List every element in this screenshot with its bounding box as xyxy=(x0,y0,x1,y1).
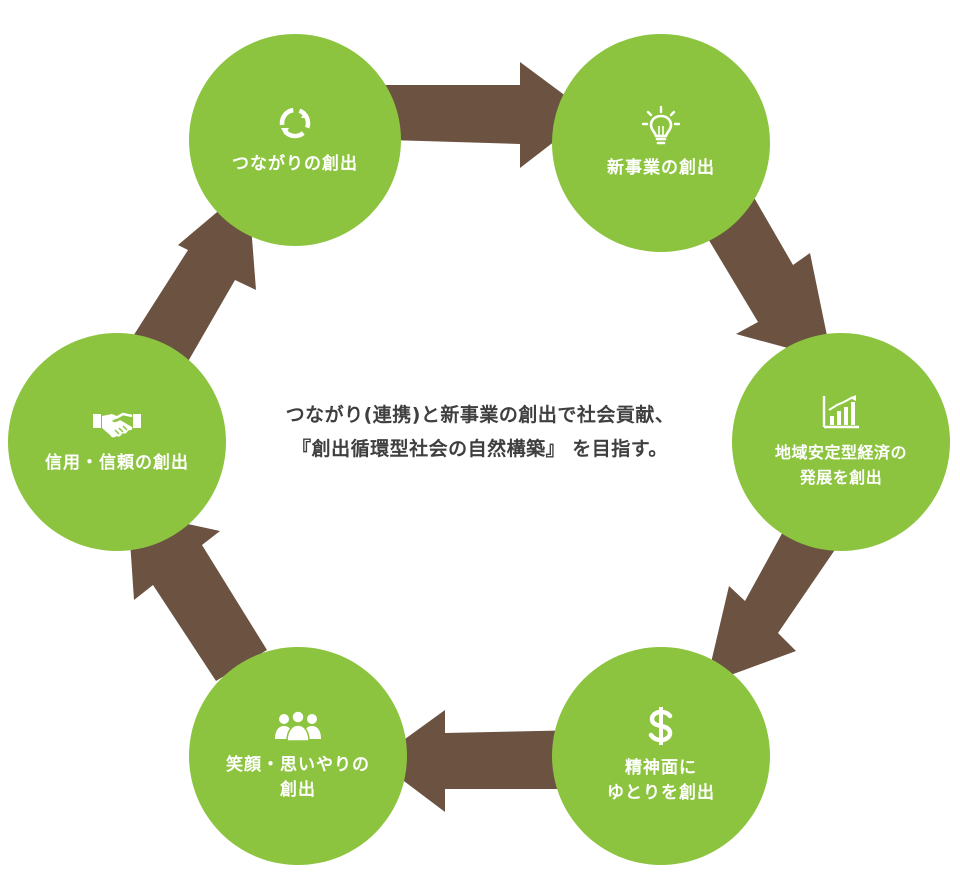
center-message: つながり(連携)と新事業の創出で社会貢献、 『創出循環型社会の自然構築』 を目指… xyxy=(200,398,760,466)
arrow-6-to-1 xyxy=(130,186,256,365)
arrow-5-to-6 xyxy=(128,511,267,681)
node-shinjigyo: 新事業の創出 xyxy=(552,34,770,252)
node-chiiki-keizai: 地域安定型経済の 発展を創出 xyxy=(732,333,950,551)
node-label: 信用・信頼の創出 xyxy=(45,452,189,473)
cycle-icon xyxy=(279,107,311,138)
node-label: 地域安定型経済の 発展を創出 xyxy=(774,443,907,487)
dollar-icon xyxy=(648,707,673,745)
lightbulb-icon xyxy=(641,105,681,144)
arrow-1-to-2 xyxy=(381,62,590,168)
handshake-icon xyxy=(93,412,141,437)
center-message-line-2: 『創出循環型社会の自然構築』 を目指す。 xyxy=(292,438,668,460)
node-label: つながりの創出 xyxy=(232,153,358,174)
center-message-line-1: つながり(連携)と新事業の創出で社会貢献、 xyxy=(285,404,675,426)
arrow-4-to-5 xyxy=(376,710,585,812)
node-label: 新事業の創出 xyxy=(607,157,715,178)
bar-chart-icon xyxy=(822,395,859,429)
node-shinyo-shinrai: 信用・信頼の創出 xyxy=(8,333,226,551)
node-label: 精神面に ゆとりを創出 xyxy=(607,758,715,803)
node-tsunagari: つながりの創出 xyxy=(189,34,401,246)
arrow-3-to-4 xyxy=(706,506,845,684)
node-seishinmen: 精神面に ゆとりを創出 xyxy=(552,647,770,865)
people-icon xyxy=(275,710,321,742)
node-label: 笑顔・思いやりの 創出 xyxy=(226,755,370,800)
node-egao-omoiyari: 笑顔・思いやりの 創出 xyxy=(189,647,407,865)
